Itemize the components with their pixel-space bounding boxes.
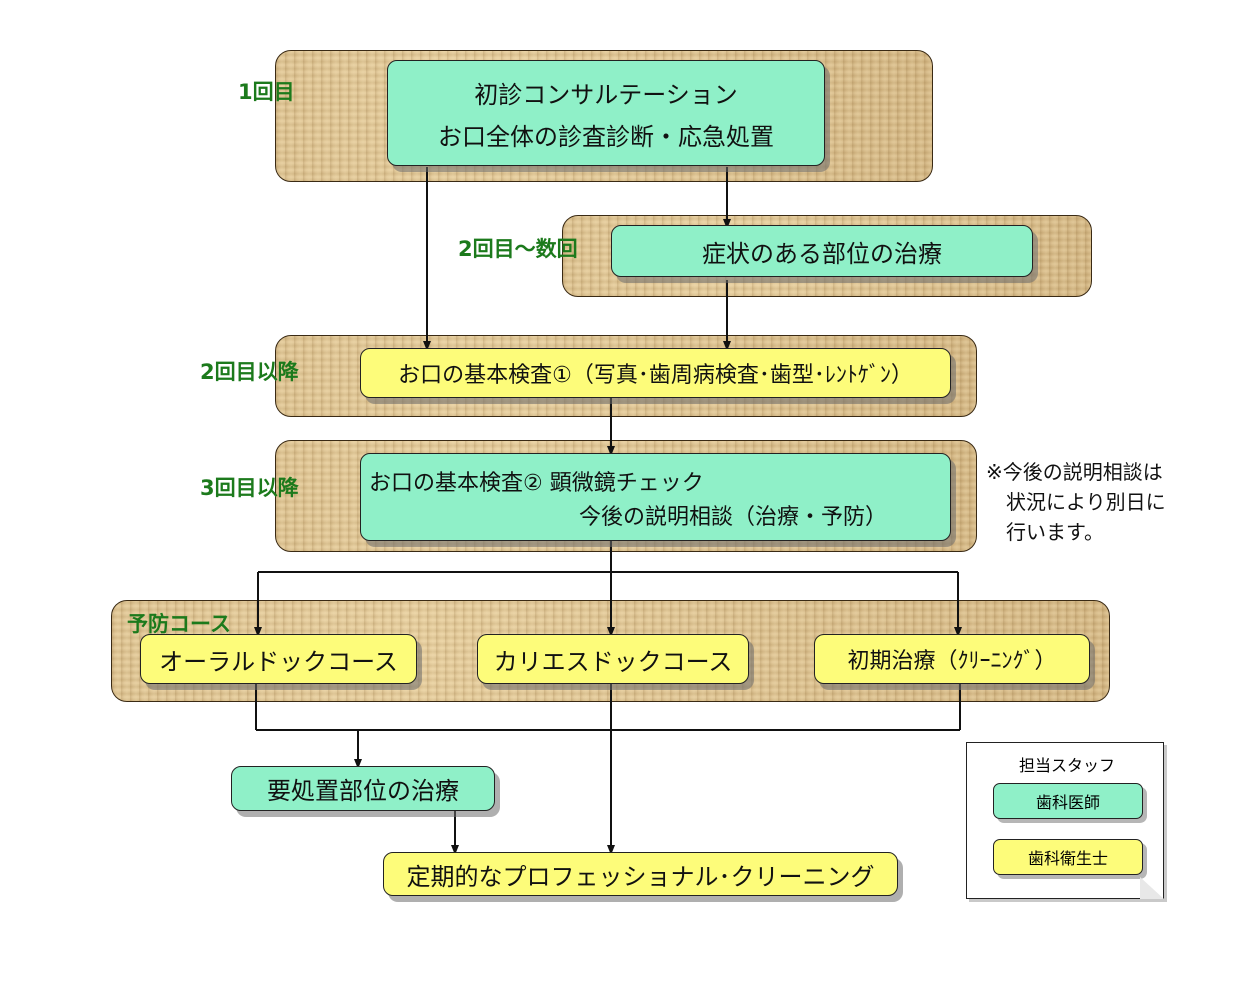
note-consultation-line2: 状況により別日に xyxy=(1006,490,1166,514)
legend-dentist: 歯科医師 xyxy=(993,783,1143,819)
initial-consultation-subtitle: お口全体の診査診断・応急処置 xyxy=(438,123,774,151)
box-regular-cleaning: 定期的なプロフェッショナル･クリーニング xyxy=(383,852,898,896)
box-symptom-treatment: 症状のある部位の治療 xyxy=(611,225,1033,277)
basic-exam-2-line2: 今後の説明相談（治療・予防） xyxy=(579,505,888,530)
note-consultation-line1: ※今後の説明相談は xyxy=(986,460,1163,484)
box-caries-dock-course: カリエスドックコース xyxy=(477,634,749,684)
box-initial-cleaning: 初期治療（ｸﾘｰﾆﾝｸﾞ） xyxy=(814,634,1090,684)
basic-exam-2-line1: お口の基本検査② 顕微鏡チェック xyxy=(369,471,704,496)
legend-page-curl xyxy=(1140,877,1164,899)
box-initial-consultation: 初診コンサルテーション お口全体の診査診断・応急処置 xyxy=(387,60,825,166)
label-third-onward: 3回目以降 xyxy=(200,476,299,500)
label-first-visit: 1回目 xyxy=(238,80,295,104)
box-needed-treatment: 要処置部位の治療 xyxy=(231,766,495,811)
box-basic-exam-1: お口の基本検査①（写真･歯周病検査･歯型･ﾚﾝﾄｹﾞﾝ） xyxy=(360,348,951,398)
legend-title: 担当スタッフ xyxy=(1019,756,1116,775)
label-prevention-course: 予防コース xyxy=(127,612,231,636)
legend-hygienist: 歯科衛生士 xyxy=(993,839,1143,875)
box-basic-exam-2: お口の基本検査② 顕微鏡チェック 今後の説明相談（治療・予防） xyxy=(360,453,951,541)
label-second-onward: 2回目以降 xyxy=(200,360,299,384)
note-consultation-line3: 行います。 xyxy=(1006,520,1104,544)
initial-consultation-title: 初診コンサルテーション xyxy=(474,81,738,109)
staff-legend: 担当スタッフ 歯科医師 歯科衛生士 xyxy=(966,742,1164,899)
label-second-to-several: 2回目～数回 xyxy=(458,237,578,261)
box-oral-dock-course: オーラルドックコース xyxy=(140,634,417,684)
